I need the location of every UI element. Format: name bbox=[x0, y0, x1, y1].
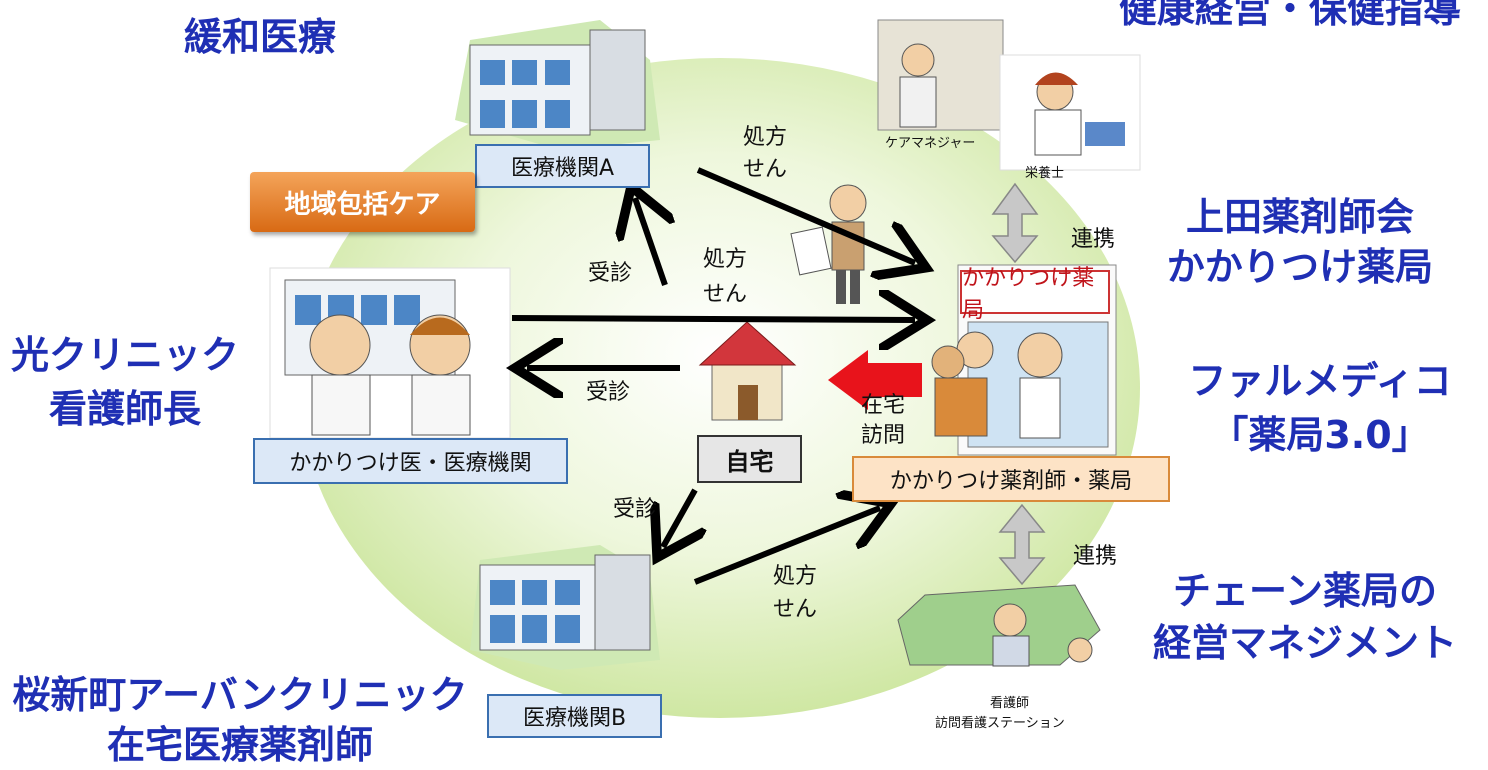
arrow-hospitalB-to-pharmacy bbox=[693, 508, 880, 585]
node-home: 自宅 bbox=[697, 435, 802, 483]
care-manager-illustration bbox=[877, 19, 1004, 131]
node-family-doctor: かかりつけ医・医療機関 bbox=[253, 438, 568, 484]
label-top-right: 健康経営・保健指導 bbox=[1118, 0, 1461, 31]
edge-label-link-2: 連携 bbox=[1072, 544, 1117, 569]
arrow-home-to-hospitalA bbox=[635, 198, 665, 286]
edge-label-prescription-1a: 処方 bbox=[742, 125, 787, 150]
label-right-lower-2: 経営マネジメント bbox=[1152, 621, 1457, 665]
link-double-arrow-upper bbox=[991, 182, 1039, 264]
edge-label-visit-1: 受診 bbox=[587, 261, 632, 286]
label-left-mid-2: 看護師長 bbox=[48, 387, 201, 431]
edge-label-prescription-2a: 処方 bbox=[702, 247, 747, 272]
family-doctor-illustration bbox=[269, 267, 511, 439]
nursing-station-illustration bbox=[897, 584, 1101, 667]
edge-label-visit-2: 受診 bbox=[585, 380, 630, 405]
arrow-doctor-to-pharmacy bbox=[511, 318, 915, 320]
hospital-b-building-illustration bbox=[470, 545, 660, 670]
node-pharmacist: かかりつけ薬剤師・薬局 bbox=[852, 456, 1170, 502]
edge-label-home-visit-a: 在宅 bbox=[860, 393, 905, 418]
edge-label-prescription-1b: せん bbox=[742, 157, 787, 182]
label-right-mid-1: ファルメディコ bbox=[1188, 359, 1452, 403]
edge-label-prescription-3a: 処方 bbox=[772, 564, 817, 589]
label-bottom-left-1: 桜新町アーバンクリニック bbox=[12, 673, 468, 717]
caption-visiting-nurse-station: 訪問看護ステーション bbox=[935, 716, 1065, 731]
node-hospital-a: 医療機関A bbox=[475, 144, 650, 188]
hospital-a-building-illustration bbox=[455, 20, 660, 150]
edge-label-link-1: 連携 bbox=[1070, 227, 1115, 252]
home-house-illustration bbox=[698, 321, 797, 421]
home-visit-red-arrow bbox=[828, 350, 922, 410]
nutritionist-illustration bbox=[999, 54, 1141, 171]
node-hospital-b: 医療機関B bbox=[487, 694, 662, 738]
community-care-badge: 地域包括ケア bbox=[250, 172, 475, 232]
patient-illustration bbox=[790, 184, 867, 304]
label-left-mid-1: 光クリニック bbox=[10, 333, 239, 377]
label-bottom-left-2: 在宅医療薬剤師 bbox=[106, 723, 373, 767]
pharmacy-illustration bbox=[931, 264, 1117, 456]
label-top-left: 緩和医療 bbox=[183, 15, 336, 59]
link-double-arrow-lower bbox=[998, 503, 1046, 586]
label-right-upper-2: かかりつけ薬局 bbox=[1166, 245, 1434, 289]
arrow-home-to-hospitalB bbox=[663, 488, 695, 547]
edge-label-home-visit-b: 訪問 bbox=[860, 423, 905, 448]
caption-nurse: 看護師 bbox=[990, 696, 1030, 711]
label-right-mid-2: 「薬局3.0」 bbox=[1210, 413, 1430, 457]
label-right-upper-1: 上田薬剤師会 bbox=[1185, 195, 1414, 239]
edge-label-visit-3: 受診 bbox=[612, 497, 657, 522]
label-right-lower-1: チェーン薬局の bbox=[1172, 569, 1438, 613]
edge-label-prescription-2b: せん bbox=[702, 282, 747, 307]
pharmacy-sign: かかりつけ薬局 bbox=[960, 266, 1110, 323]
caption-nutritionist: 栄養士 bbox=[1025, 166, 1065, 181]
edge-label-prescription-3b: せん bbox=[772, 597, 817, 622]
caption-care-manager: ケアマネジャー bbox=[885, 136, 976, 151]
arrow-hospitalA-to-pharmacy bbox=[696, 167, 915, 263]
arrows bbox=[511, 167, 915, 585]
